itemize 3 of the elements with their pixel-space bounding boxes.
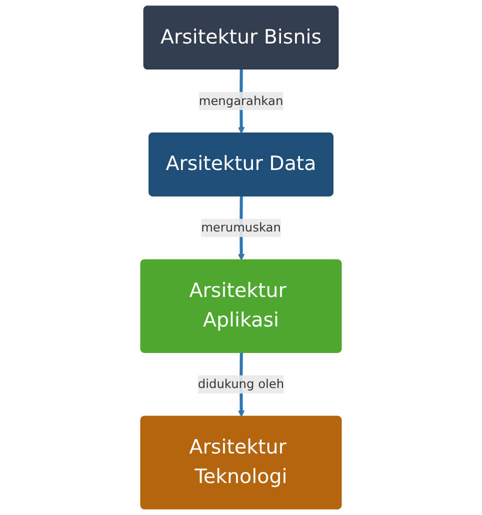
edge-label: merumuskan [201, 220, 281, 235]
edge-label: mengarahkan [198, 93, 284, 108]
edge-label: didukung oleh [198, 376, 284, 392]
